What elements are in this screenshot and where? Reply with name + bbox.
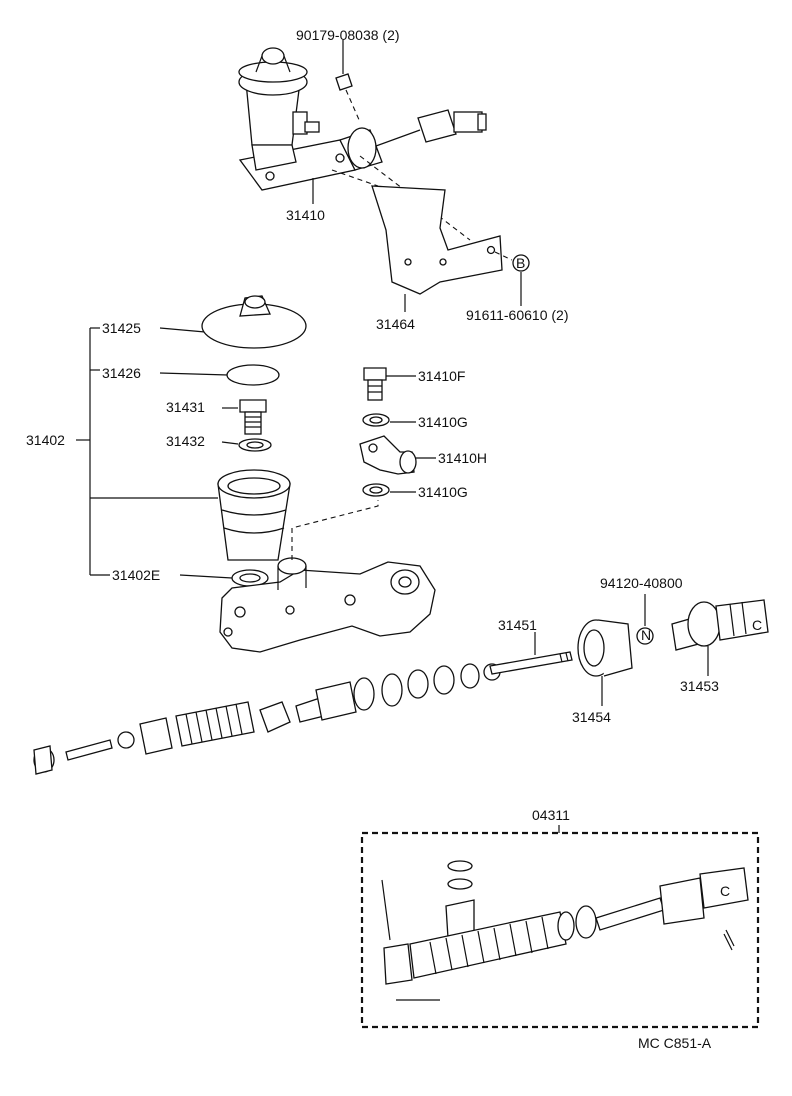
label-clip: 94120-40800 xyxy=(600,575,683,591)
clevis-drawing xyxy=(671,599,769,676)
gasket-drawing xyxy=(221,438,272,452)
label-push-rod: 31451 xyxy=(498,617,537,633)
bracket-drawing xyxy=(371,185,530,312)
internal-parts-drawing xyxy=(33,632,573,775)
union-bolt-drawing xyxy=(222,399,267,435)
reservoir-cap-drawing xyxy=(159,295,307,349)
grommet-drawing xyxy=(179,569,269,587)
label-union-h: 31410H xyxy=(438,450,487,466)
master-cylinder-body-drawing xyxy=(219,500,436,653)
callout-n: N xyxy=(641,627,651,643)
label-diaphragm: 31426 xyxy=(102,365,141,381)
kit-drawing xyxy=(360,825,760,1029)
label-gasket: 31432 xyxy=(166,433,205,449)
kit-clevis-letter: C xyxy=(720,883,730,899)
label-gasket-g-top: 31410G xyxy=(418,414,468,430)
union-parts-drawing xyxy=(359,367,436,497)
label-gasket-g-bottom: 31410G xyxy=(418,484,468,500)
label-clevis: 31453 xyxy=(680,678,719,694)
clevis-letter: C xyxy=(752,617,762,633)
callout-b: B xyxy=(516,255,525,271)
reservoir-drawing xyxy=(217,469,291,561)
label-bracket: 31464 xyxy=(376,316,415,332)
clip-drawing xyxy=(636,594,654,645)
label-master-cylinder-assembly: 31410 xyxy=(286,207,325,223)
diaphragm-drawing xyxy=(159,364,280,386)
label-kit: 04311 xyxy=(532,807,570,823)
label-master-cylinder: 31402 xyxy=(26,432,65,448)
assembly-bracket-lines xyxy=(76,327,218,576)
boot-drawing xyxy=(577,619,633,706)
label-grommet: 31402E xyxy=(112,567,160,583)
label-union-bolt: 31431 xyxy=(166,399,205,415)
drawing-code: MC C851-A xyxy=(638,1035,712,1051)
label-bolt-top: 90179-08038 (2) xyxy=(296,27,400,43)
label-bolt-f: 31410F xyxy=(418,368,465,384)
label-boot: 31454 xyxy=(572,709,611,725)
label-cap: 31425 xyxy=(102,320,141,336)
master-cylinder-assembly-drawing xyxy=(238,40,487,241)
label-bolt-b: 91611-60610 (2) xyxy=(466,307,568,323)
